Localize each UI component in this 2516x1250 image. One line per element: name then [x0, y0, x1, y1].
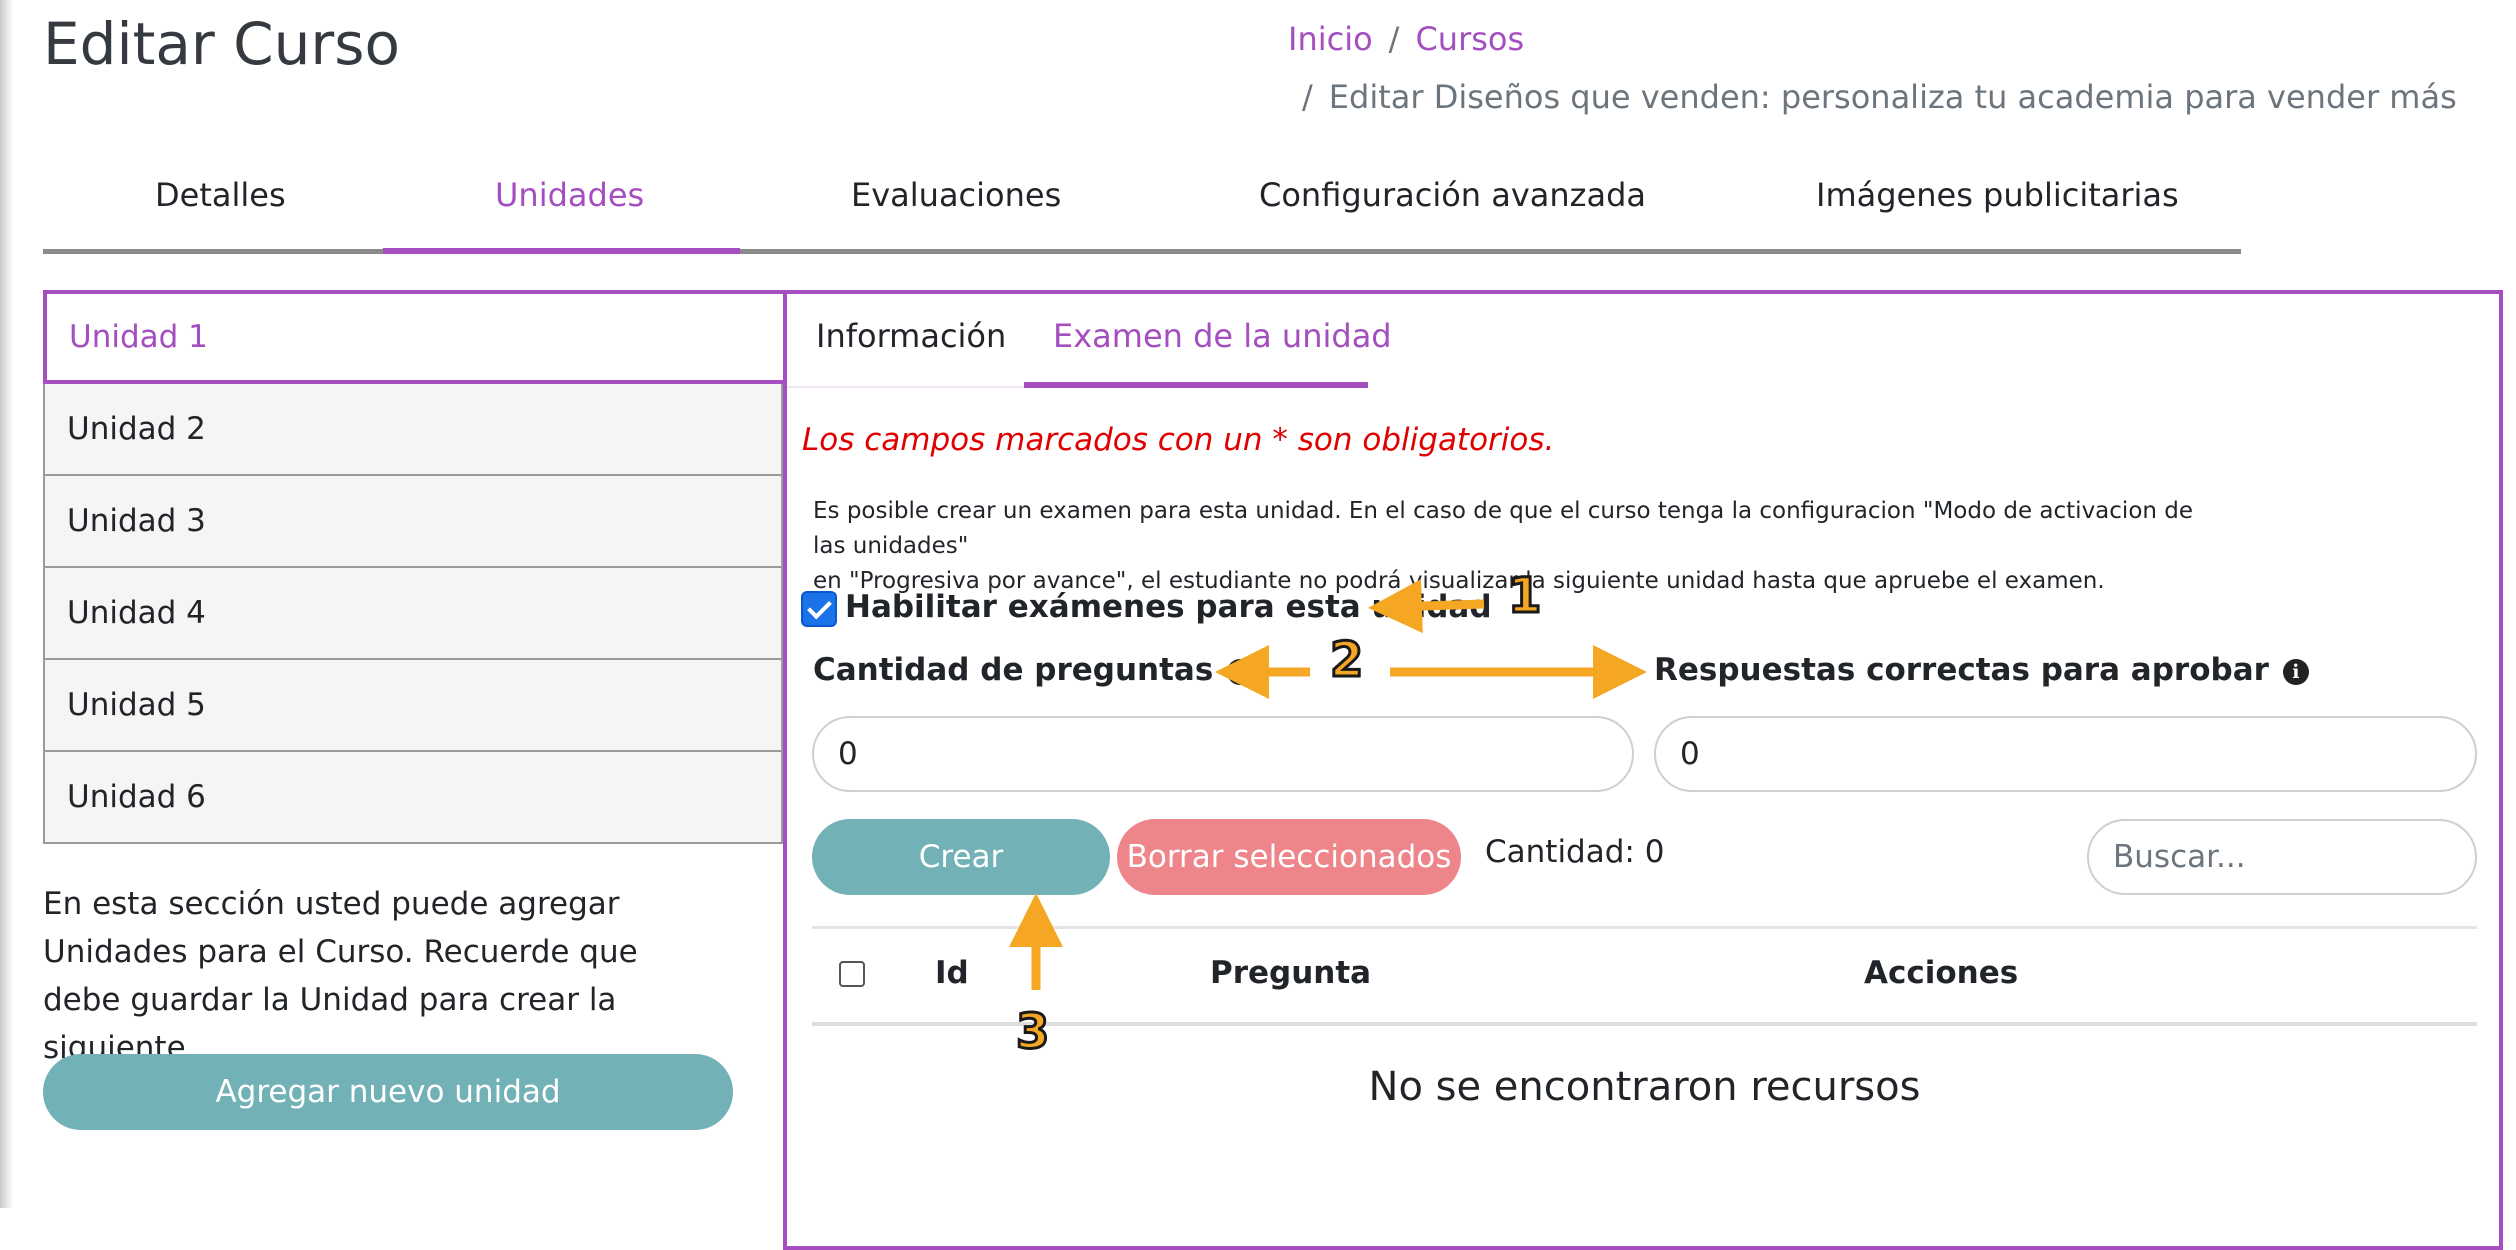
unit-list: Unidad 1 Unidad 2 Unidad 3 Unidad 4 Unid…	[43, 290, 783, 844]
active-subtab-indicator	[1024, 382, 1368, 388]
breadcrumb-courses-link[interactable]: Cursos	[1415, 20, 1525, 58]
arrow-1-icon	[1368, 579, 1485, 634]
info-icon[interactable]: i	[2282, 658, 2309, 685]
delete-selected-button[interactable]: Borrar seleccionados	[1117, 819, 1461, 895]
breadcrumb-current-row: / Editar Diseños que venden: personaliza …	[1302, 78, 2457, 116]
window-edge-shadow	[0, 0, 14, 1208]
correct-answers-label: Respuestas correctas para aprobar i	[1654, 652, 2309, 688]
exam-description-line-1: Es posible crear un examen para esta uni…	[813, 498, 2194, 559]
correct-answers-input[interactable]	[1654, 716, 2477, 792]
table-top-border	[812, 926, 2477, 929]
empty-table-message: No se encontraron recursos	[1368, 1064, 1921, 1110]
breadcrumb-current: Editar Diseños que venden: personaliza t…	[1328, 78, 2457, 116]
page-title: Editar Curso	[43, 10, 400, 78]
tab-unidades[interactable]: Unidades	[495, 176, 645, 214]
select-all-checkbox[interactable]	[839, 961, 865, 987]
unit-item-1[interactable]: Unidad 1	[43, 290, 783, 384]
main-tabs: Detalles Unidades Evaluaciones Configura…	[43, 158, 2241, 254]
annotation-number-1: 1	[1506, 567, 1542, 626]
breadcrumb: Inicio / Cursos	[1288, 20, 1524, 58]
correct-answers-label-text: Respuestas correctas para aprobar	[1654, 652, 2269, 688]
tab-detalles[interactable]: Detalles	[155, 176, 286, 214]
required-fields-note: Los campos marcados con un * son obligat…	[802, 422, 1555, 458]
unit-item-2[interactable]: Unidad 2	[43, 384, 783, 476]
annotation-arrows	[1009, 579, 1647, 990]
create-button[interactable]: Crear	[812, 819, 1110, 895]
tab-configuracion-avanzada[interactable]: Configuración avanzada	[1259, 176, 1646, 214]
add-unit-button[interactable]: Agregar nuevo unidad	[43, 1054, 733, 1130]
column-header-actions: Acciones	[1864, 955, 2019, 991]
unit-item-5[interactable]: Unidad 5	[43, 660, 783, 752]
unit-item-4[interactable]: Unidad 4	[43, 568, 783, 660]
unit-item-6[interactable]: Unidad 6	[43, 752, 783, 844]
unit-exam-panel: Información Examen de la unidad Los camp…	[783, 290, 2503, 1250]
items-count: Cantidad: 0	[1485, 834, 1665, 870]
annotation-number-3: 3	[1014, 1003, 1050, 1062]
questions-count-input[interactable]	[812, 716, 1634, 792]
active-tab-indicator	[383, 248, 740, 254]
breadcrumb-separator: /	[1388, 20, 1400, 58]
exam-description: Es posible crear un examen para esta uni…	[813, 494, 2213, 599]
units-help-text: En esta sección usted puede agregar Unid…	[43, 886, 638, 1066]
table-header-border	[812, 1022, 2477, 1026]
questions-count-label-text: Cantidad de preguntas	[813, 652, 1214, 688]
search-input[interactable]	[2087, 819, 2477, 895]
subtab-examen-unidad[interactable]: Examen de la unidad	[1053, 317, 1392, 355]
tab-evaluaciones[interactable]: Evaluaciones	[851, 176, 1062, 214]
enable-exams-checkbox[interactable]	[801, 591, 837, 627]
tab-imagenes-publicitarias[interactable]: Imágenes publicitarias	[1816, 176, 2179, 214]
subtab-divider	[787, 386, 1024, 388]
column-header-question[interactable]: Pregunta	[1210, 955, 1372, 991]
unit-item-3[interactable]: Unidad 3	[43, 476, 783, 568]
subtab-informacion[interactable]: Información	[816, 317, 1007, 355]
breadcrumb-separator: /	[1302, 78, 1313, 116]
column-header-id[interactable]: Id	[935, 955, 969, 991]
breadcrumb-home-link[interactable]: Inicio	[1288, 20, 1373, 58]
annotation-number-2: 2	[1328, 631, 1364, 690]
exam-description-line-2: en "Progresiva por avance", el estudiant…	[813, 568, 2105, 594]
